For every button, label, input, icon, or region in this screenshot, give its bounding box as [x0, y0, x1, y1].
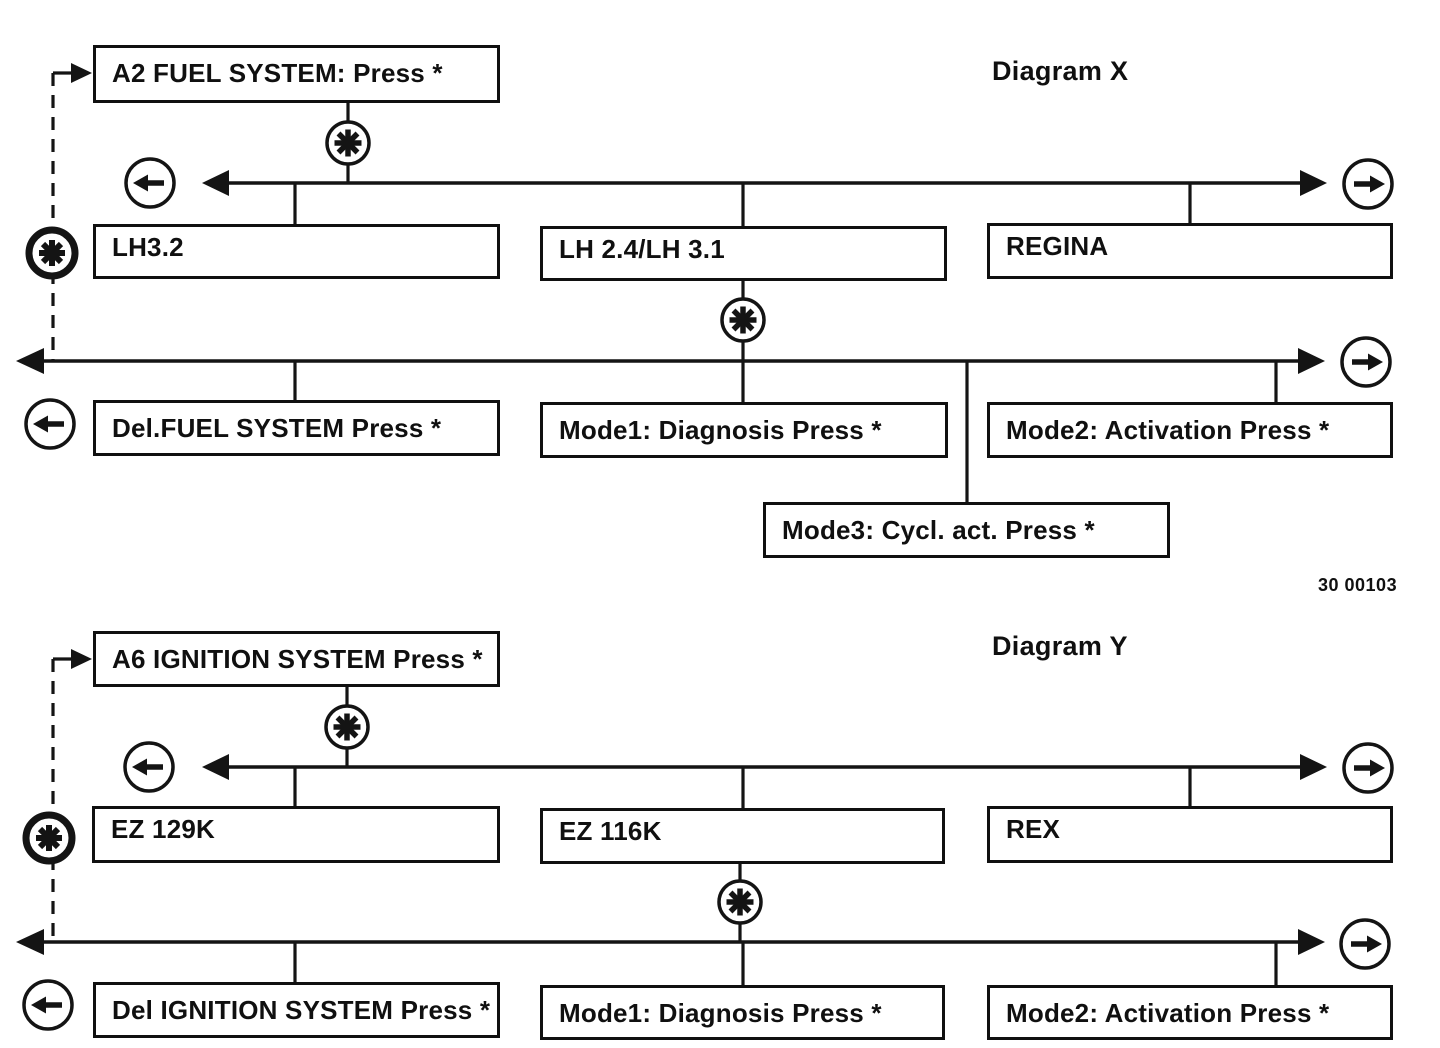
- x-stems-and-drops: [293, 103, 1278, 502]
- box-del-ignition-system: Del IGNITION SYSTEM Press *: [93, 982, 500, 1038]
- scroll-right-icon: [1344, 744, 1392, 792]
- y-stems-and-drops: [293, 687, 1278, 985]
- asterisk-node-icon: [327, 122, 369, 164]
- diagram-x-title: Diagram X: [992, 56, 1129, 86]
- x-jump-arrowhead-icon: [71, 63, 92, 83]
- box-ez129k: EZ 129K: [92, 806, 500, 863]
- figure-number: 30 00103: [1318, 575, 1398, 595]
- y-return-path-dashed: [51, 657, 74, 941]
- x-menu-bus-1: [202, 170, 1327, 196]
- asterisk-node-icon: [722, 299, 764, 341]
- x-return-path-dashed: [51, 71, 74, 361]
- box-lh24-lh31: LH 2.4/LH 3.1: [540, 226, 947, 281]
- box-x-mode3-cyclic-activation: Mode3: Cycl. act. Press *: [763, 502, 1170, 558]
- y-jump-arrowhead-icon: [71, 649, 92, 669]
- box-a6-ignition-system: A6 IGNITION SYSTEM Press *: [93, 631, 500, 687]
- asterisk-node-bold-icon: [26, 815, 72, 861]
- box-lh32: LH3.2: [93, 224, 500, 279]
- y-menu-bus-2: [16, 929, 1325, 955]
- box-x-mode2-activation: Mode2: Activation Press *: [987, 402, 1393, 458]
- scroll-left-icon: [24, 981, 72, 1029]
- asterisk-node-icon: [719, 881, 761, 923]
- scroll-right-icon: [1344, 160, 1392, 208]
- asterisk-node-bold-icon: [29, 230, 75, 276]
- scroll-left-icon: [126, 159, 174, 207]
- box-y-mode2-activation: Mode2: Activation Press *: [987, 985, 1393, 1040]
- scroll-left-icon: [125, 743, 173, 791]
- box-del-fuel-system: Del.FUEL SYSTEM Press *: [93, 400, 500, 456]
- scroll-right-icon: [1341, 920, 1389, 968]
- box-a2-fuel-system: A2 FUEL SYSTEM: Press *: [93, 45, 500, 103]
- box-x-mode1-diagnosis: Mode1: Diagnosis Press *: [540, 402, 948, 458]
- diagram-y-title: Diagram Y: [992, 631, 1128, 661]
- x-menu-bus-2: [16, 348, 1325, 374]
- box-y-mode1-diagnosis: Mode1: Diagnosis Press *: [540, 985, 945, 1040]
- box-ez116k: EZ 116K: [540, 808, 945, 864]
- box-regina: REGINA: [987, 223, 1393, 279]
- scroll-left-icon: [26, 400, 74, 448]
- y-menu-bus-1: [202, 754, 1327, 780]
- scroll-right-icon: [1342, 338, 1390, 386]
- asterisk-node-icon: [326, 706, 368, 748]
- box-rex: REX: [987, 806, 1393, 863]
